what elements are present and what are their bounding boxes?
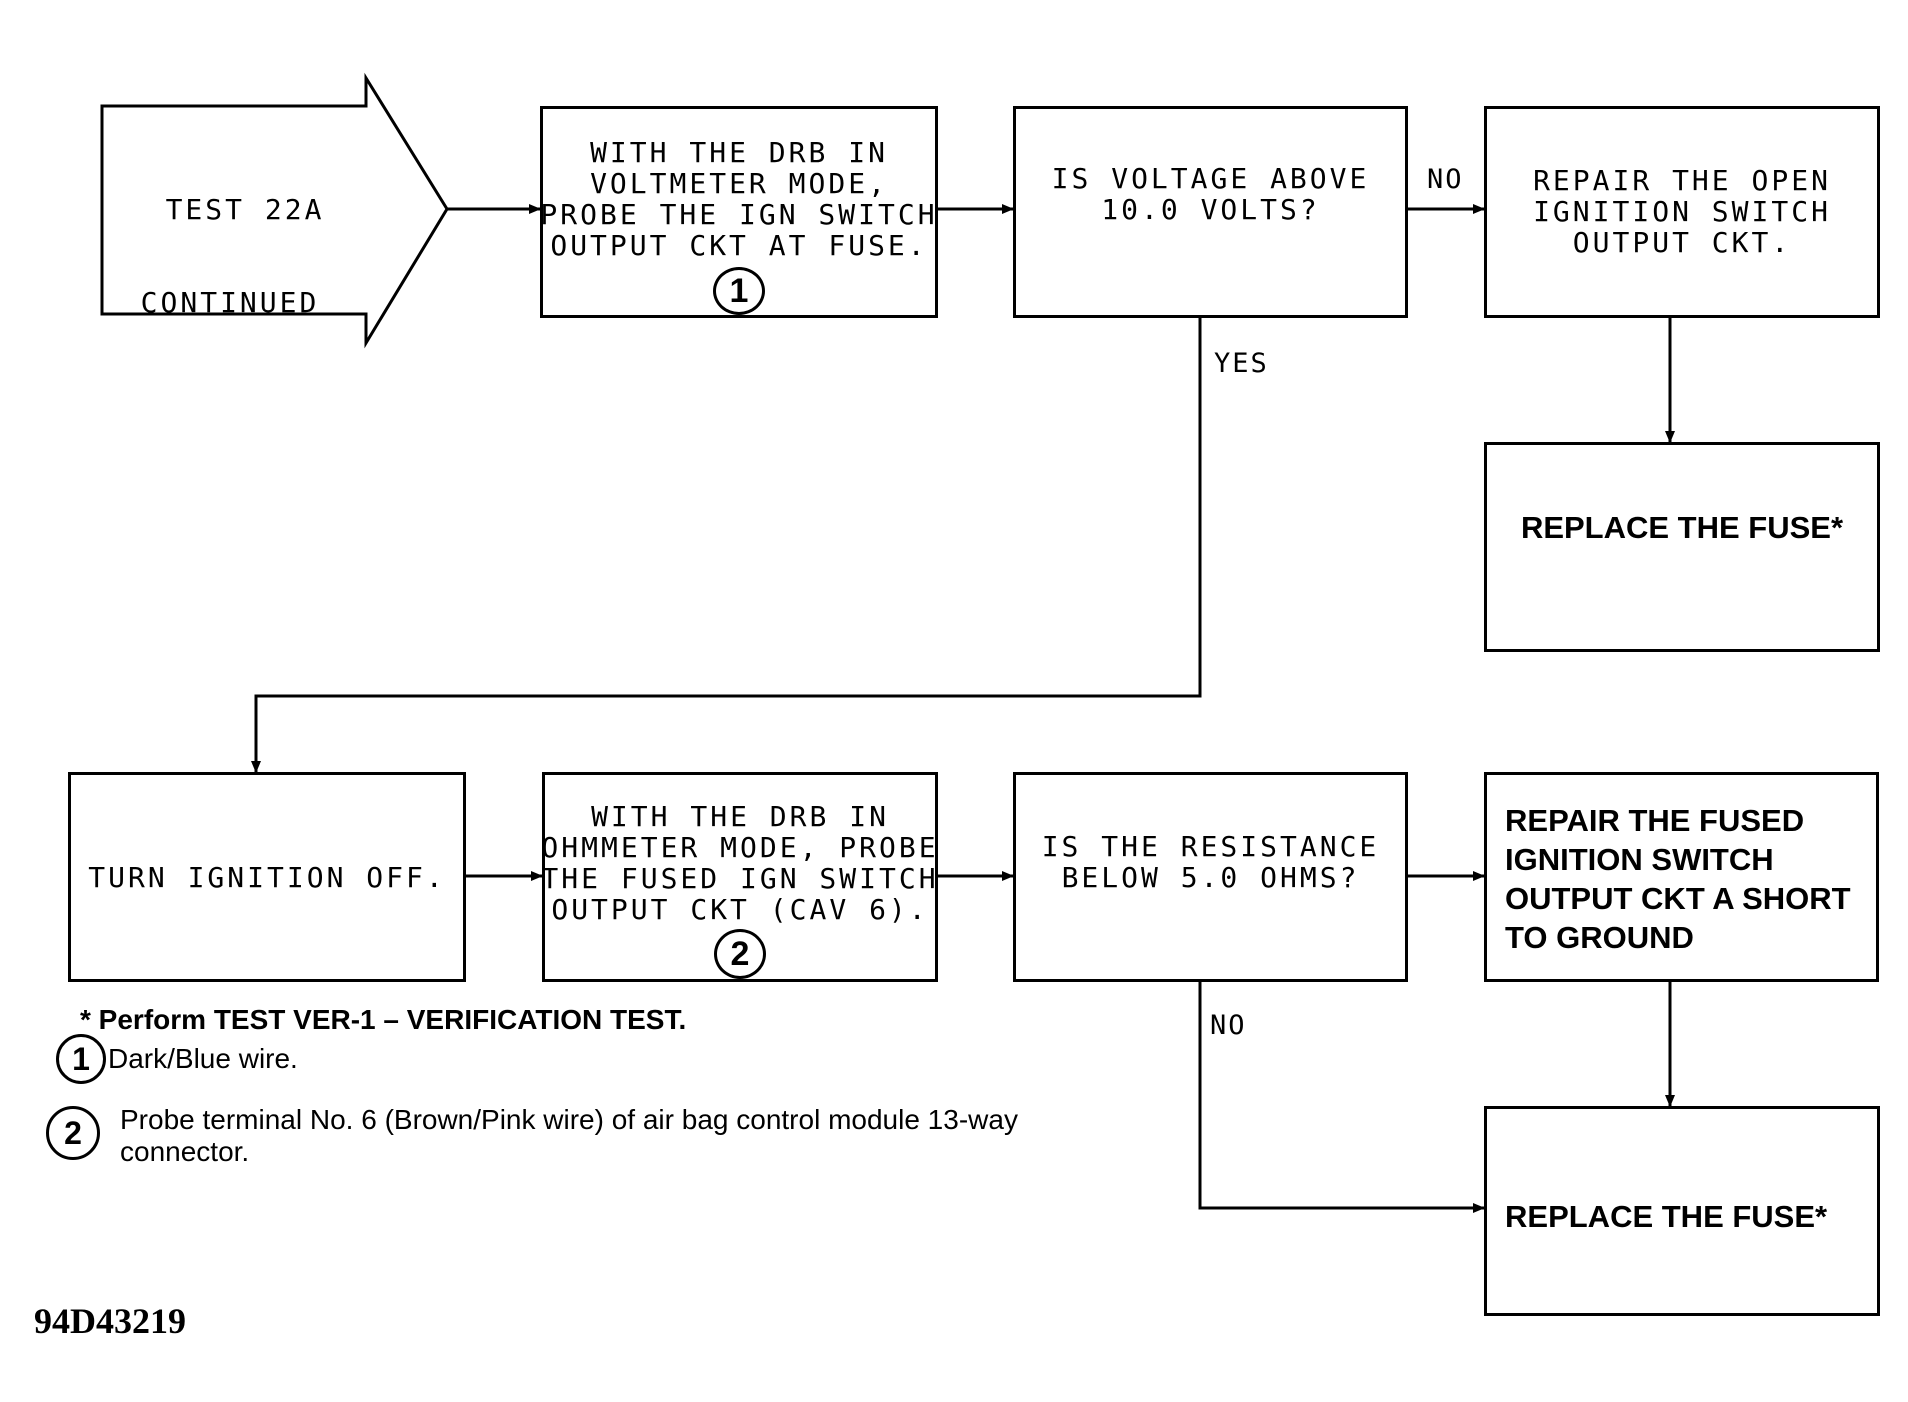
marker-1: 1 [713, 267, 765, 315]
step2-box: WITH THE DRB IN OHMMETER MODE, PROBE THE… [541, 772, 938, 982]
decision1-box: IS VOLTAGE ABOVE 10.0 VOLTS? [1013, 106, 1408, 318]
label-no-bottom: NO [1210, 1010, 1247, 1041]
arrow-decision1-yes [251, 318, 1202, 773]
note-2: 2 Probe terminal No. 6 (Brown/Pink wire)… [46, 1104, 1018, 1168]
label-no-top: NO [1427, 164, 1464, 195]
decision2-box: IS THE RESISTANCE BELOW 5.0 OHMS? [1013, 772, 1408, 982]
note-marker-1: 1 [56, 1034, 106, 1084]
figure-id: 94D43219 [34, 1301, 186, 1341]
note-1: 1 Dark/Blue wire. [56, 1034, 298, 1084]
arrow-decision2-no [1198, 982, 1485, 1213]
replace-fuse-top-box: REPLACE THE FUSE* [1484, 442, 1880, 652]
marker-2: 2 [714, 929, 766, 979]
step1-box: WITH THE DRB IN VOLTMETER MODE, PROBE TH… [540, 106, 938, 318]
note-star: * Perform TEST VER-1 – VERIFICATION TEST… [80, 1004, 687, 1035]
start-label: TEST 22A CONTINUED [140, 193, 325, 319]
replace-fuse-bottom-box: REPLACE THE FUSE* [1484, 1106, 1880, 1316]
label-yes: YES [1214, 348, 1269, 379]
repair-open-box: REPAIR THE OPEN IGNITION SWITCH OUTPUT C… [1484, 106, 1880, 318]
turn-off-box: TURN IGNITION OFF. [68, 772, 466, 982]
start-arrow-shape [100, 72, 449, 349]
note-marker-2: 2 [46, 1106, 100, 1160]
repair-short-box: REPAIR THE FUSED IGNITION SWITCH OUTPUT … [1484, 772, 1879, 982]
